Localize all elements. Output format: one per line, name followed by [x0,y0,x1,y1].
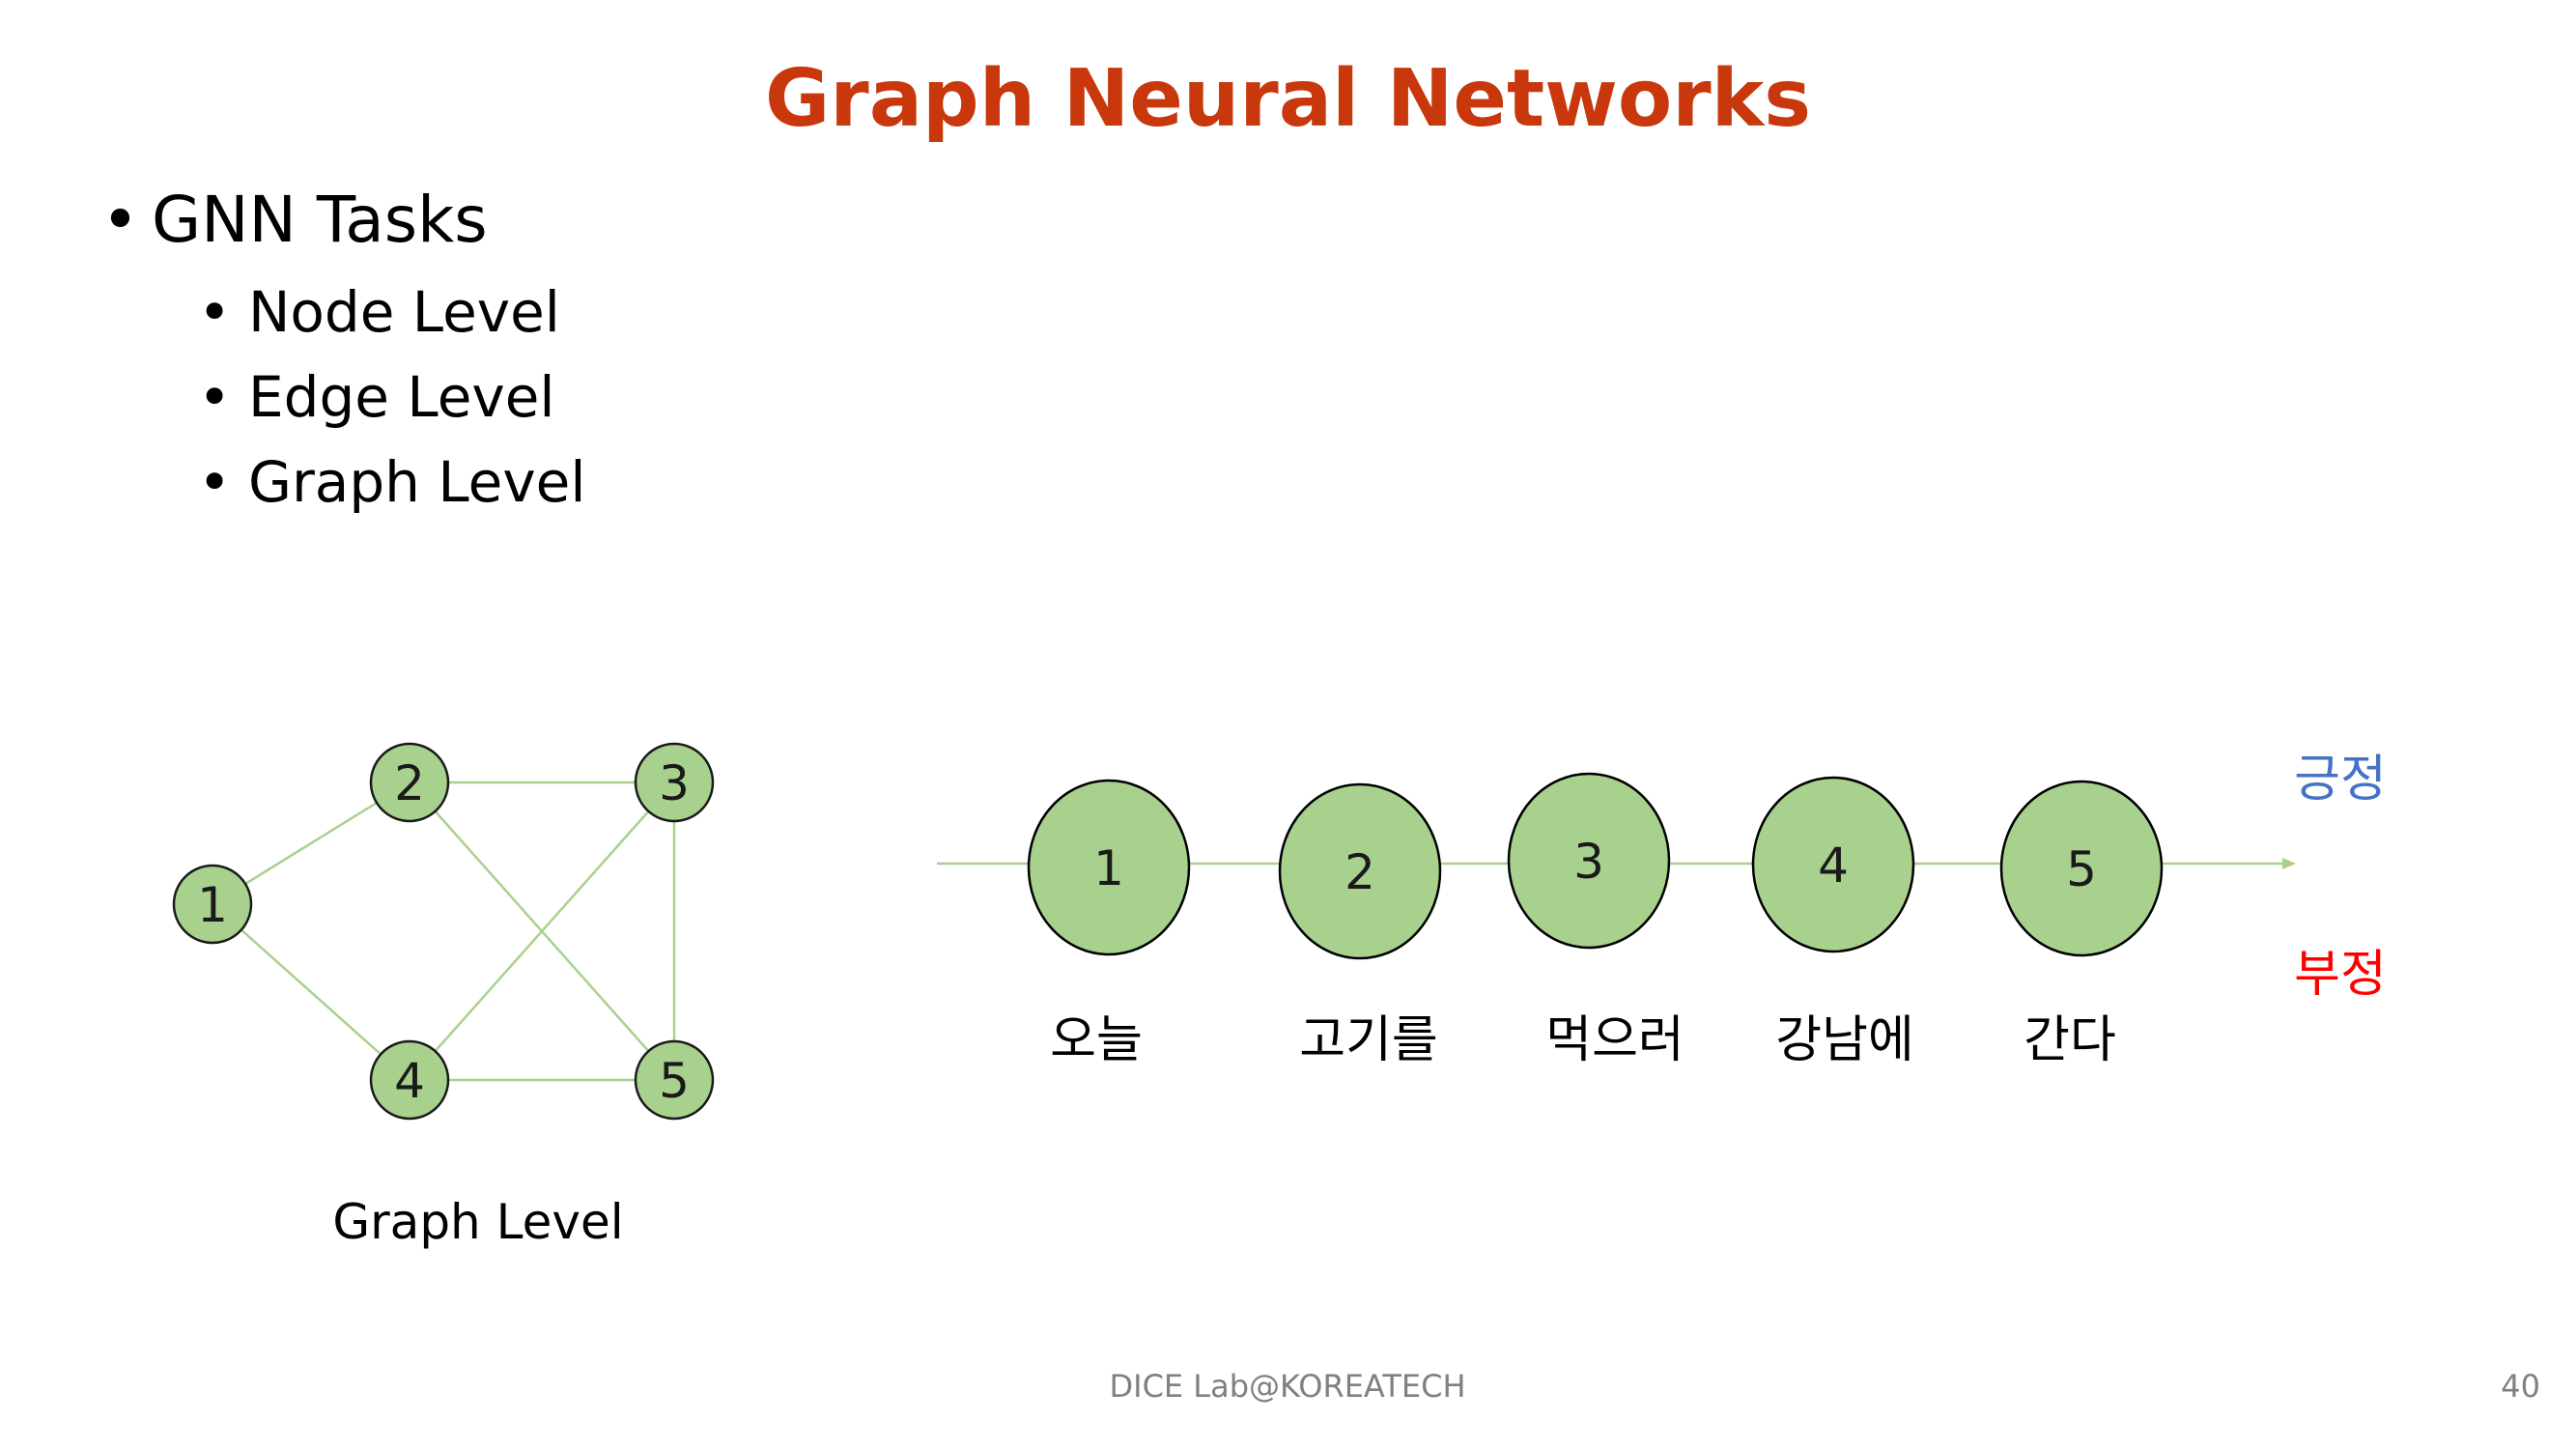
sequence-word-3: 먹으러 [1545,1011,1684,1069]
graph-caption: Graph Level [332,1194,624,1250]
edge-1-4 [212,903,410,1081]
bullet-gnn-tasks: •GNN Tasks [101,182,488,259]
bullet-graph-level: •Graph Level [198,447,585,517]
sequence-node-circle [1278,782,1442,960]
graph-node-label: 5 [659,1053,690,1109]
bullet-text: GNN Tasks [152,183,488,257]
graph-node-circle [369,742,450,823]
output-negative: 부정 [2294,946,2387,1004]
graph-node-2: 2 [369,742,450,823]
sequence-node-label: 3 [1573,834,1604,890]
graph-node-label: 3 [659,755,690,811]
sequence-node-label: 4 [1818,838,1849,894]
bullet-node-level: •Node Level [198,277,560,347]
sequence-diagram: 1 2 3 4 5 [937,772,2296,960]
graph-edges [212,781,676,1082]
sequence-word-1: 오늘 [1050,1011,1143,1069]
sequence-node-circle [1751,776,1915,953]
bullet-marker: • [198,449,232,515]
sequence-word-2: 고기를 [1299,1011,1438,1069]
sequence-node-label: 1 [1093,840,1124,896]
sequence-word-5: 간다 [2024,1011,2116,1069]
graph-node-circle [634,742,715,823]
slide-title: Graph Neural Networks [764,53,1812,145]
bullet-text: Edge Level [248,364,555,430]
sequence-node-circle [1507,772,1671,950]
sequence-node-2: 2 [1278,782,1442,960]
sequence-node-label: 2 [1345,844,1375,900]
bullet-text: Graph Level [248,449,586,515]
sequence-word-4: 강남에 [1775,1011,1914,1069]
sequence-node-1: 1 [1027,779,1191,956]
graph-node-circle [634,1039,715,1121]
graph-node-1: 1 [172,864,253,945]
bullet-edge-level: •Edge Level [198,362,555,432]
edge-3-4 [409,781,675,1081]
page-number: 40 [2501,1368,2540,1405]
graph-node-label: 1 [197,877,228,933]
graph-diagram: 1 2 3 4 5 [172,742,715,1121]
bullet-text: Node Level [248,279,560,345]
graph-node-circle [369,1039,450,1121]
sequence-node-circle [1999,780,2164,957]
sequence-node-3: 3 [1507,772,1671,950]
sequence-node-5: 5 [1999,780,2164,957]
bullet-marker: • [198,364,232,430]
bullet-marker: • [198,279,232,345]
graph-node-5: 5 [634,1039,715,1121]
graph-node-label: 4 [394,1053,425,1109]
graph-node-4: 4 [369,1039,450,1121]
bullet-marker: • [101,183,139,257]
footer-lab-name: DICE Lab@KOREATECH [1109,1368,1466,1405]
sequence-node-circle [1027,779,1191,956]
sequence-node-4: 4 [1751,776,1915,953]
graph-node-3: 3 [634,742,715,823]
graph-node-label: 2 [394,755,425,811]
sequence-node-label: 5 [2066,841,2097,897]
graph-node-circle [172,864,253,945]
output-positive: 긍정 [2294,751,2387,809]
